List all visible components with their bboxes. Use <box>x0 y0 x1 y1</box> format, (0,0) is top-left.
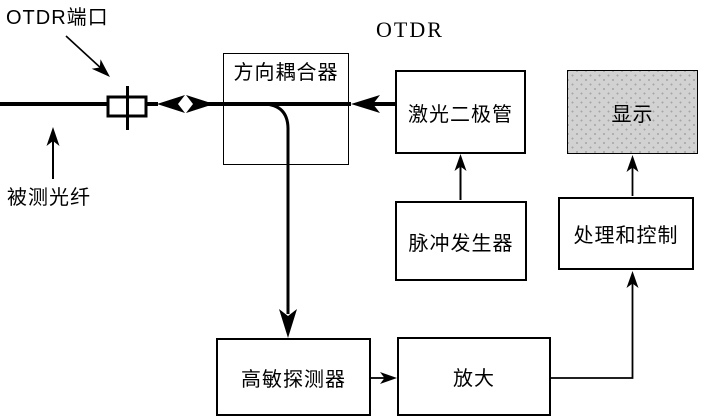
display-box: 显示 <box>567 70 698 154</box>
detector-to-amplifier-arrow <box>371 372 397 384</box>
amplifier-to-processing-arrow <box>551 271 639 379</box>
fiber-connector-icon <box>106 86 148 130</box>
laser-diode-label: 激光二极管 <box>408 103 513 126</box>
diagram-title: OTDR <box>376 17 444 42</box>
otdr-port-label: OTDR端口 <box>6 7 109 29</box>
detector-box: 高敏探测器 <box>216 338 371 416</box>
otdr-port-pointer-arrow <box>65 35 110 77</box>
processing-control-label: 处理和控制 <box>573 225 679 247</box>
pulse-generator-label: 脉冲发生器 <box>408 232 514 255</box>
bidirectional-arrow-icon <box>157 95 214 113</box>
pulse-generator-box: 脉冲发生器 <box>395 201 527 281</box>
amplifier-box: 放大 <box>397 337 551 416</box>
fiber-pointer-arrow <box>46 127 60 179</box>
fiber-under-test-label: 被测光纤 <box>7 187 91 209</box>
detector-label: 高敏探测器 <box>241 368 346 391</box>
processing-to-display-arrow <box>626 155 639 196</box>
laser-diode-box: 激光二极管 <box>395 70 526 154</box>
coupler-label: 方向耦合器 <box>233 62 339 84</box>
pulse-to-laser-arrow <box>454 154 467 200</box>
display-label: 显示 <box>611 103 654 126</box>
amplifier-label: 放大 <box>453 368 495 390</box>
coupler-box: 方向耦合器 <box>223 53 349 165</box>
laser-to-coupler-arrow <box>351 95 380 113</box>
processing-control-box: 处理和控制 <box>558 197 694 270</box>
